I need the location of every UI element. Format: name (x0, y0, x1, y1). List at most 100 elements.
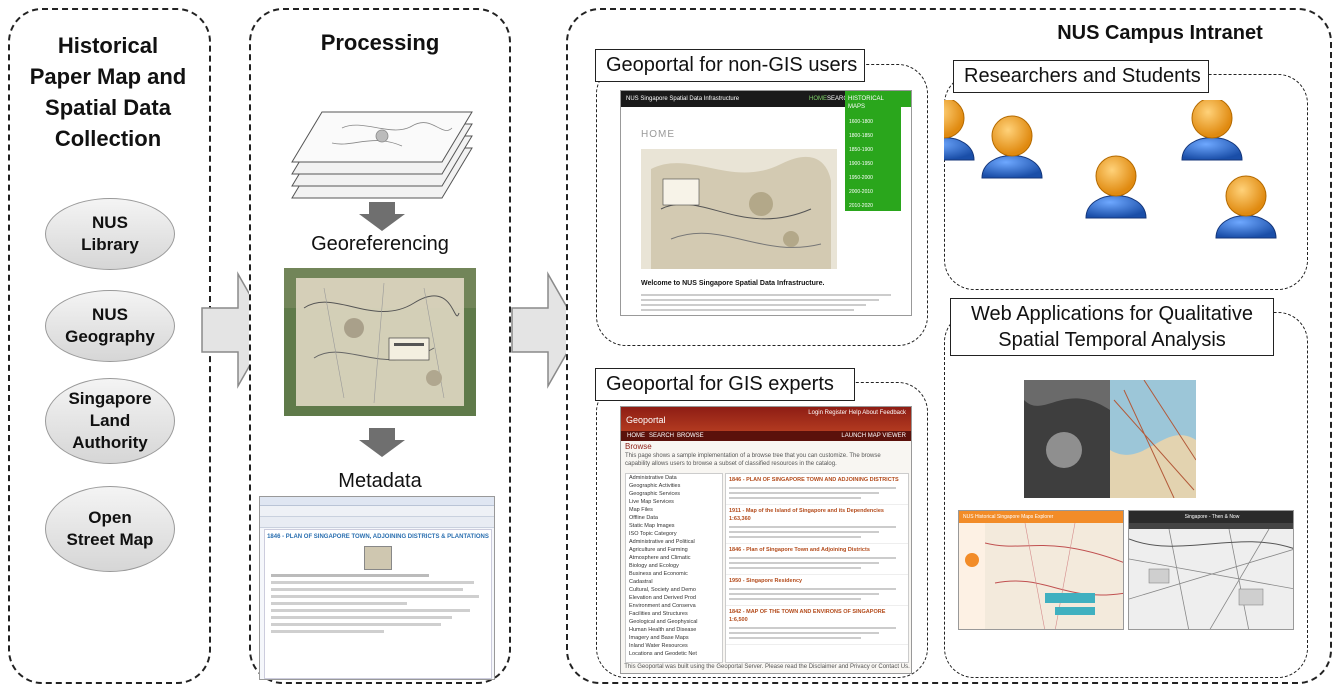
result-title[interactable]: 1846 - Plan of Singapore Town and Adjoin… (729, 547, 870, 553)
nongis-label: Geoportal for non-GIS users (595, 49, 865, 82)
tree-item[interactable]: Static Map Images (629, 523, 675, 529)
tree-item[interactable]: Cadastral (629, 579, 653, 585)
result-text-line (729, 497, 861, 499)
result-text-line (729, 637, 861, 639)
tree-item[interactable]: Inland Water Resources (629, 643, 688, 649)
result-text-line (729, 632, 879, 634)
tree-item[interactable]: Agriculture and Farming (629, 547, 688, 553)
dropdown-item[interactable]: 1600-1800 (849, 119, 873, 125)
tree-item[interactable]: Environment and Conserva (629, 603, 696, 609)
result-text-line (729, 531, 879, 533)
result-title[interactable]: 1950 - Singapore Residency (729, 578, 803, 584)
tree-item[interactable]: Cultural, Society and Demo (629, 587, 696, 593)
dropdown-item[interactable]: 1900-1950 (849, 161, 873, 167)
user-group-icons (944, 100, 1277, 239)
metadata-label: Metadata (338, 470, 422, 492)
georeferencing-label: Georeferencing (311, 233, 449, 255)
gis-results-list: 1846 - PLAN OF SINGAPORE TOWN AND ADJOIN… (725, 473, 909, 663)
result-item[interactable]: 1846 - Plan of Singapore Town and Adjoin… (726, 544, 908, 575)
gis-launch-viewer[interactable]: LAUNCH MAP VIEWER (841, 433, 906, 439)
dropdown-item[interactable]: 1800-1850 (849, 133, 873, 139)
stacked-maps-icon (291, 111, 473, 199)
nongis-welcome: Welcome to NUS Singapore Spatial Data In… (641, 280, 825, 287)
tree-item[interactable]: Elevation and Derived Prod (629, 595, 696, 601)
processing-title: Processing (320, 30, 440, 55)
webapp2-map (1129, 529, 1293, 629)
source-nus-library: NUS Library (45, 198, 175, 270)
result-text-line (729, 492, 879, 494)
metadata-doc-title: 1846 - PLAN OF SINGAPORE TOWN, ADJOINING… (267, 534, 489, 540)
result-item[interactable]: 1842 - MAP OF THE TOWN AND ENVIRONS OF S… (726, 606, 908, 645)
result-title[interactable]: 1842 - MAP OF THE TOWN AND ENVIRONS OF S… (729, 609, 886, 623)
gis-geoportal-screenshot: Geoportal Login Register Help About Feed… (620, 406, 912, 674)
result-text-line (729, 562, 879, 564)
nongis-dropdown: 1600-1800 1800-1850 1850-1900 1900-1950 1950… (845, 115, 901, 213)
result-item[interactable]: 1911 - Map of the Island of Singapore an… (726, 505, 908, 544)
nongis-menu-home[interactable]: HOME (809, 96, 827, 102)
nongis-menu-search[interactable]: SEARCH (827, 96, 853, 102)
result-title[interactable]: 1846 - PLAN OF SINGAPORE TOWN AND ADJOIN… (729, 477, 899, 483)
gis-browse-heading: Browse (625, 442, 652, 451)
result-text-line (729, 593, 879, 595)
nongis-site-title: NUS Singapore Spatial Data Infrastructur… (626, 96, 740, 102)
down-arrow-icon (359, 202, 405, 231)
tree-item[interactable]: Human Health and Disease (629, 627, 697, 633)
gis-tab-home[interactable]: HOME (627, 433, 645, 439)
historical-map-image (641, 149, 837, 269)
tree-item[interactable]: Administrative Data (629, 475, 677, 481)
gis-brand: Geoportal (626, 415, 666, 425)
gis-intro: This page shows a sample implementation … (625, 453, 881, 467)
flow-arrow-icon (511, 271, 581, 389)
source-open-street-map: Open Street Map (45, 486, 175, 572)
nongis-geoportal-screenshot: NUS Singapore Spatial Data Infrastructur… (620, 90, 912, 316)
result-text-line (729, 567, 861, 569)
dropdown-item[interactable]: 1850-1900 (849, 147, 873, 153)
tree-item[interactable]: Locations and Geodetic Net (629, 651, 697, 657)
result-text-line (729, 588, 897, 590)
metadata-document-screenshot: 1846 - PLAN OF SINGAPORE TOWN, ADJOINING… (259, 496, 495, 680)
gis-label: Geoportal for GIS experts (595, 368, 855, 401)
dropdown-item[interactable]: 2010-2020 (849, 203, 873, 209)
tree-item[interactable]: Business and Economic (629, 571, 688, 577)
tree-item[interactable]: Imagery and Base Maps (629, 635, 689, 641)
result-title[interactable]: 1911 - Map of the Island of Singapore an… (729, 508, 884, 522)
tree-item[interactable]: Administrative and Political (629, 539, 695, 545)
result-item[interactable]: 1950 - Singapore Residency (726, 575, 908, 606)
webapp-maps-explorer: NUS Historical Singapore Maps Explorer (958, 510, 1124, 630)
dropdown-item[interactable]: 1950-2000 (849, 175, 873, 181)
users-label: Researchers and Students (953, 60, 1209, 93)
tree-item[interactable]: Geographic Services (629, 491, 681, 497)
tree-item[interactable]: Offline Data (629, 515, 658, 521)
gis-tab-browse[interactable]: BROWSE (677, 433, 704, 439)
webapps-label: Web Applications for Qualitative Spatial… (950, 298, 1274, 356)
tree-item[interactable]: Geological and Geophysical (629, 619, 698, 625)
tree-item[interactable]: Geographic Activities (629, 483, 681, 489)
gis-tab-search[interactable]: SEARCH (649, 433, 675, 439)
source-nus-geography: NUS Geography (45, 290, 175, 362)
tree-item[interactable]: Biology and Ecology (629, 563, 679, 569)
tree-item[interactable]: ISO Topic Category (629, 531, 677, 537)
tree-item[interactable]: Map Files (629, 507, 653, 513)
nongis-home-heading: HOME (641, 129, 675, 140)
webapp2-title: Singapore - Then & Now (1184, 514, 1240, 520)
gis-topnav[interactable]: Login Register Help About Feedback (808, 410, 906, 416)
tree-item[interactable]: Atmosphere and Climatic (629, 555, 691, 561)
result-item[interactable]: 1846 - PLAN OF SINGAPORE TOWN AND ADJOIN… (726, 474, 908, 505)
result-text-line (729, 598, 861, 600)
webapp-imagery-comparison (1024, 380, 1196, 498)
tree-item[interactable]: Facilities and Structures (629, 611, 688, 617)
georeferenced-map-image (284, 268, 476, 416)
down-arrow-icon (359, 428, 405, 457)
source-singapore-land-authority: Singapore Land Authority (45, 378, 175, 464)
intranet-title: NUS Campus Intranet (1057, 22, 1263, 44)
dropdown-item[interactable]: 2000-2010 (849, 189, 873, 195)
webapp1-map (985, 523, 1123, 629)
nongis-menu-historical[interactable]: HISTORICAL MAPS (848, 96, 884, 110)
tree-item[interactable]: Live Map Services (629, 499, 674, 505)
collection-title: Historical Paper Map and Spatial Data Co… (29, 33, 187, 151)
result-text-line (729, 557, 897, 559)
webapp-then-and-now: Singapore - Then & Now (1128, 510, 1294, 630)
result-text-line (729, 536, 861, 538)
webapp1-title: NUS Historical Singapore Maps Explorer (963, 514, 1054, 520)
